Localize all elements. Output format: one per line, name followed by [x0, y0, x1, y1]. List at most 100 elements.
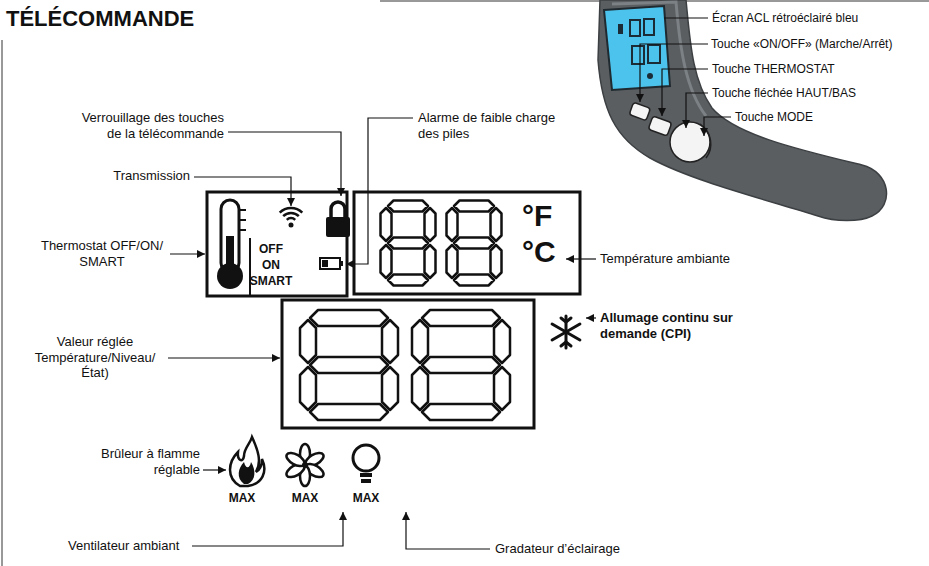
- screen-mark: [647, 73, 653, 79]
- digit-segment: [310, 404, 388, 420]
- thermometer-ticks: [240, 210, 246, 230]
- callout-label: Allumage continu sur demande (CPI): [600, 310, 760, 341]
- screen-mark: [618, 24, 623, 34]
- callout-label: Thermostat OFF/ON/ SMART: [37, 238, 167, 269]
- digit-segment: [382, 320, 398, 363]
- callout-label: Valeur réglée Température/Niveau/ État): [25, 334, 165, 381]
- digit-segment: [425, 245, 436, 278]
- screen-mark: [630, 20, 640, 36]
- flame-icon: [230, 437, 264, 486]
- digit-segment: [412, 320, 428, 363]
- bulb-icon: [361, 479, 371, 483]
- lcd-unit: °C: [522, 234, 576, 270]
- leader-lines: [640, 18, 731, 136]
- callout-label: Alarme de faible charge des piles: [418, 110, 568, 141]
- callout-label: Ventilateur ambiant: [68, 538, 268, 554]
- screen-mark: [644, 19, 654, 35]
- lock-icon: [326, 217, 350, 237]
- transmission-icon: [280, 208, 303, 220]
- digit-segment: [422, 404, 500, 420]
- leader-line: [192, 512, 343, 546]
- transmission-icon: [289, 223, 294, 228]
- callout-label: Touche MODE: [735, 110, 915, 124]
- digit-segment: [447, 208, 458, 241]
- lcd-text: OFF: [246, 242, 296, 256]
- mode-button: [700, 124, 711, 158]
- battery-icon: [340, 261, 343, 266]
- leader-line: [586, 317, 596, 318]
- lcd-unit: °F: [522, 198, 576, 234]
- digit-segment: [310, 310, 388, 326]
- digit-segment: [381, 208, 392, 241]
- leader-line: [704, 117, 731, 136]
- callout-label: Température ambiante: [600, 251, 800, 267]
- digit-segment: [494, 320, 510, 363]
- leader-line: [228, 132, 341, 196]
- digit-segment: [447, 245, 458, 278]
- digit-segment: [382, 367, 398, 410]
- leader-line: [686, 93, 708, 128]
- callout-label: Brûleur à flamme réglable: [75, 446, 200, 477]
- leader-line: [194, 177, 291, 206]
- thermostat-button: [648, 116, 672, 136]
- leader-line: [346, 118, 413, 264]
- digit-segment: [454, 275, 494, 286]
- lcd-text: MAX: [283, 491, 327, 505]
- digit-segment: [491, 208, 502, 241]
- lcd-text: MAX: [344, 491, 388, 505]
- temperature-panel: [354, 192, 580, 294]
- callout-label: Transmission: [70, 168, 190, 184]
- screen-mark: [648, 45, 660, 63]
- lcd-screen: [604, 6, 670, 90]
- setpoint-panel: [282, 300, 534, 428]
- callout-label: Touche fléchée HAUT/BAS: [712, 86, 912, 100]
- leader-lines: [168, 118, 596, 549]
- leader-line: [203, 469, 226, 470]
- lcd-text: SMART: [241, 274, 301, 288]
- flame-icon: [239, 462, 255, 484]
- thermometer-icon: [217, 263, 243, 289]
- bulb-icon: [353, 445, 379, 471]
- digit-segment: [422, 310, 500, 326]
- fan-icon: [284, 444, 325, 486]
- callout-label: Gradateur d’éclairage: [495, 541, 695, 557]
- lock-icon: [331, 202, 345, 218]
- leader-line: [406, 512, 490, 549]
- digit-segment: [388, 275, 428, 286]
- bulb-icon: [360, 473, 372, 477]
- cpi-snowflake: [552, 316, 580, 348]
- onoff-button: [629, 102, 650, 120]
- digit-segment: [381, 245, 392, 278]
- digit-segment: [412, 367, 428, 410]
- thermostat-panel: [207, 192, 347, 296]
- lcd-text: ON: [246, 258, 296, 272]
- fan-hub: [302, 462, 308, 468]
- digit-segment: [425, 208, 436, 241]
- digit-segment: [454, 238, 494, 249]
- leader-line: [566, 258, 596, 259]
- digit-segment: [300, 367, 316, 410]
- digit-segment: [310, 357, 388, 373]
- leader-line: [664, 17, 708, 18]
- title: TÉLÉCOMMANDE: [6, 6, 194, 32]
- battery-icon: [320, 258, 340, 269]
- screen-mark: [632, 46, 644, 64]
- digit-segment: [494, 367, 510, 410]
- digit-segment: [491, 245, 502, 278]
- callout-label: Touche THERMOSTAT: [712, 62, 912, 76]
- digit-segment: [454, 201, 494, 212]
- callout-label: Écran ACL rétroéclairé bleu: [712, 11, 912, 25]
- digit-segment: [388, 238, 428, 249]
- digit-segment: [300, 320, 316, 363]
- callout-label: Verrouillage des touches de la télécomma…: [74, 110, 224, 141]
- leader-line: [168, 357, 280, 358]
- battery-icon: [322, 260, 328, 267]
- leader-line: [170, 253, 205, 254]
- seven-segment-digits: [300, 201, 510, 421]
- lcd-text: MAX: [220, 491, 264, 505]
- digit-segment: [422, 357, 500, 373]
- callout-label: Touche «ON/OFF» (Marche/Arrêt): [711, 37, 926, 51]
- frame-line: [2, 40, 3, 566]
